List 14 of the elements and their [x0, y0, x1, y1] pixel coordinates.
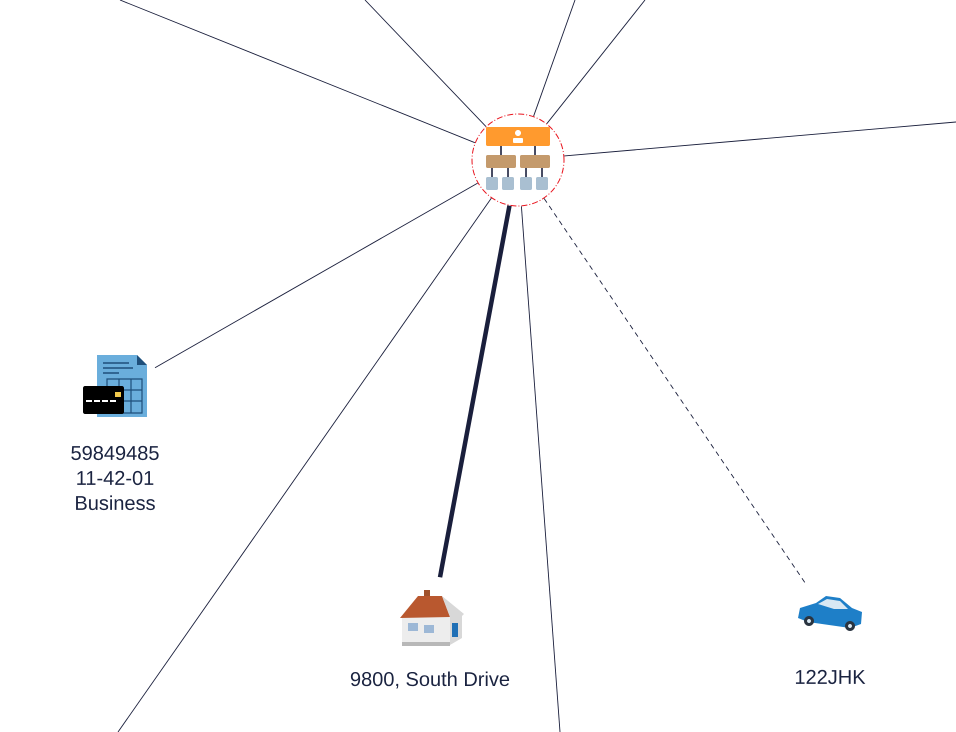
link-line — [364, 0, 486, 127]
connector-line — [544, 198, 806, 584]
link-line — [546, 0, 646, 124]
entity-label: 59849485 11-42-01 Business — [71, 446, 159, 510]
link-line — [520, 206, 560, 732]
link-line — [564, 122, 956, 156]
entity-label: 122JHK — [796, 670, 866, 684]
organization-icon — [472, 114, 564, 206]
connector-line — [438, 205, 512, 578]
link-line — [120, 0, 476, 144]
entity-label: 9800, South Drive — [350, 671, 510, 689]
connector-line — [154, 182, 478, 368]
link-line — [118, 198, 492, 732]
link-line — [533, 0, 576, 117]
